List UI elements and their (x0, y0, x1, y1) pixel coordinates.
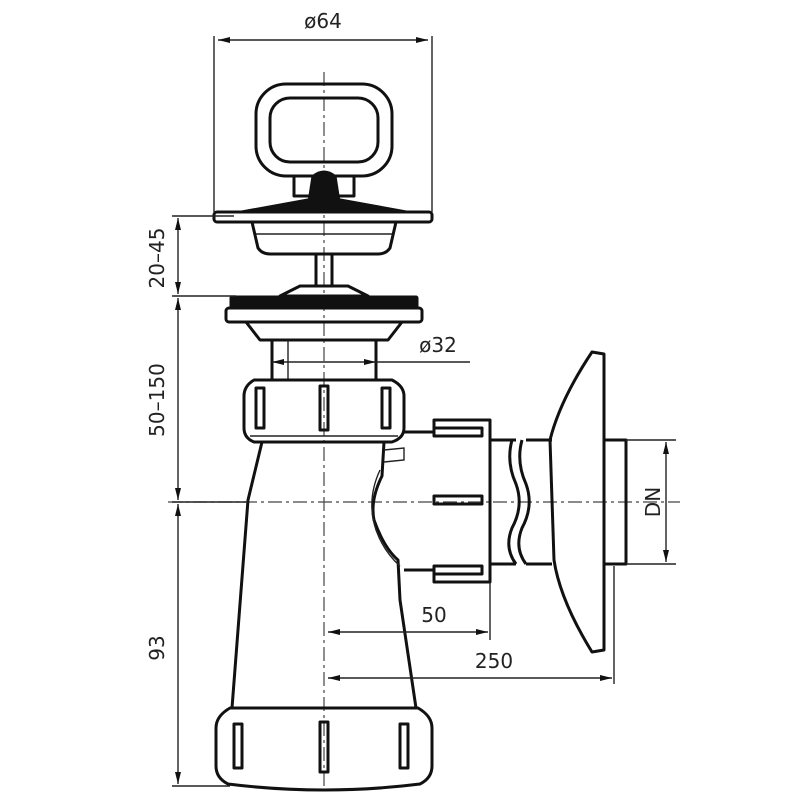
bottom-cap-nut (214, 706, 434, 792)
union-nut-top (242, 378, 406, 444)
drain-flange (224, 284, 424, 342)
strainer-plug (212, 82, 434, 288)
dim-outlet-diameter: ø32 (272, 333, 470, 365)
dim-label-width-top: ø64 (304, 9, 342, 33)
wall-rosette (548, 350, 628, 654)
dim-width-top: ø64 (213, 9, 433, 212)
dim-label-height-body: 93 (145, 635, 169, 660)
outlet-pipe (490, 438, 552, 566)
dim-horizontal-offsets: 50 250 (328, 566, 615, 684)
dim-label-height-strainer: 20–45 (145, 228, 169, 289)
dim-label-pipe-dn: DN (641, 487, 665, 517)
dim-label-offset-wall: 250 (475, 649, 513, 673)
dim-label-offset-outlet: 50 (421, 603, 446, 627)
dim-label-outlet-diameter: ø32 (419, 333, 457, 357)
outlet-union-nut (404, 418, 492, 584)
dim-pipe-dn: DN (626, 439, 676, 565)
dim-left-heights: 20–45 50–150 93 (145, 215, 248, 787)
bottle-body (230, 441, 418, 710)
dim-label-height-neck: 50–150 (145, 363, 169, 437)
